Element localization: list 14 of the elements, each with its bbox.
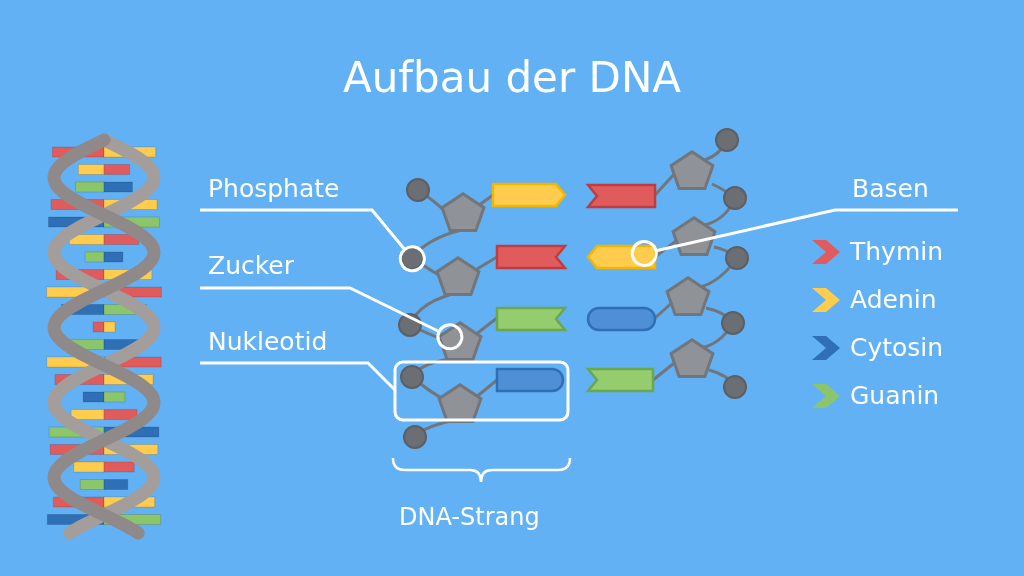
leader-label: Zucker bbox=[208, 251, 294, 281]
leader-line bbox=[200, 361, 397, 392]
title: Aufbau der DNA bbox=[341, 52, 683, 104]
strand-label: DNA-Strang bbox=[399, 502, 540, 532]
leader-line bbox=[630, 208, 958, 267]
leader-label: Phosphate bbox=[208, 174, 340, 204]
leader-label: Basen bbox=[852, 174, 929, 204]
legend-label: Cytosin bbox=[850, 333, 944, 363]
leader-line bbox=[200, 286, 464, 351]
legend-label: Thymin bbox=[850, 237, 944, 267]
legend-label: Guanin bbox=[850, 381, 940, 411]
leader-line bbox=[200, 208, 426, 273]
legend-label: Adenin bbox=[850, 285, 937, 315]
leader-label: Nukleotid bbox=[208, 327, 328, 357]
